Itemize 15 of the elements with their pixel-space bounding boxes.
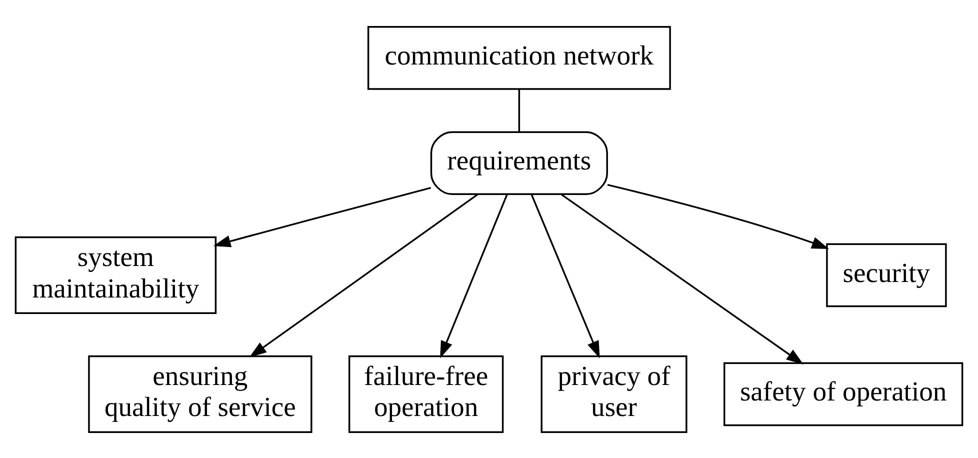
- arrow: [561, 193, 804, 364]
- node-box: safety of operation: [724, 362, 964, 426]
- arrow: [607, 183, 829, 248]
- node-box: ensuring quality of service: [88, 354, 312, 432]
- node-box: security: [826, 242, 947, 307]
- arrow: [440, 194, 508, 358]
- arrow: [213, 186, 432, 247]
- node-box: system maintainability: [14, 236, 217, 314]
- arrow: [249, 193, 478, 357]
- node-box: failure-free operation: [348, 354, 504, 432]
- connector: [518, 88, 520, 132]
- node-box: communication network: [367, 26, 671, 90]
- node-box: requirements: [430, 130, 608, 195]
- node-box: privacy of user: [540, 354, 688, 432]
- arrow: [530, 194, 600, 358]
